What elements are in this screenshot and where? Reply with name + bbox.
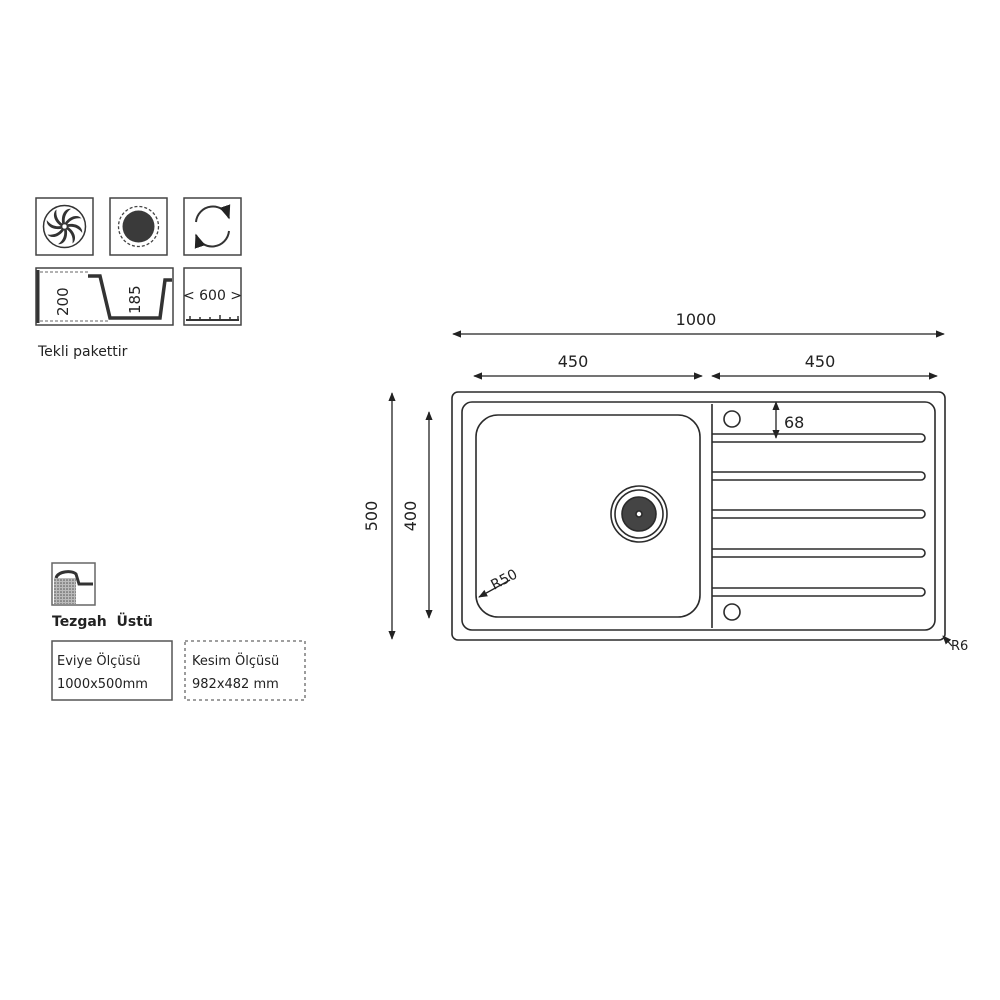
- sink-inner-rim: [461, 401, 936, 631]
- round-bowl-icon: [109, 197, 168, 256]
- drain-strainer: [610, 485, 668, 543]
- dimension-lines: [388, 330, 953, 647]
- svg-text:< 600 >: < 600 >: [183, 288, 242, 304]
- bowl-width-label: 450: [558, 352, 589, 371]
- bowl-depth-label: 185: [126, 285, 144, 314]
- cabinet-width-icon: < 600 >: [183, 267, 242, 326]
- total-width-label: 1000: [676, 310, 717, 329]
- sink-plan: [451, 391, 946, 641]
- outer-depth-label: 200: [54, 287, 72, 316]
- countertop-mount-icon: [51, 562, 96, 606]
- sink-size-value: 1000x500mm: [57, 677, 148, 692]
- drainer-grooves: [712, 433, 926, 597]
- tap-hole-bottom: [723, 603, 741, 621]
- swirl-drain-icon: [35, 197, 94, 256]
- reversible-icon: [183, 197, 242, 256]
- bowl-height-label: 400: [401, 501, 420, 532]
- sink-size-title: Eviye Ölçüsü: [57, 652, 141, 669]
- cutout-size-box: Kesim Ölçüsü 982x482 mm: [184, 640, 306, 701]
- mounting-label: Tezgah Üstü: [52, 612, 153, 630]
- bowl-radius-leader: [478, 579, 511, 598]
- drainer-width-label: 450: [805, 352, 836, 371]
- cutout-size-title: Kesim Ölçüsü: [192, 652, 279, 669]
- cabinet-width-label: 600: [199, 288, 226, 304]
- bowl: [475, 414, 701, 618]
- sink-size-box: Eviye Ölçüsü 1000x500mm: [51, 640, 173, 701]
- tap-hole-top: [723, 410, 741, 428]
- sink-outline: [451, 391, 946, 641]
- total-height-label: 500: [362, 501, 381, 532]
- bowl-radius-label: R50: [488, 566, 520, 593]
- bowl-depth-icon: 200 185: [35, 267, 174, 326]
- package-note: Tekli pakettir: [37, 344, 128, 360]
- corner-radius-label: R6: [951, 639, 968, 654]
- cutout-size-value: 982x482 mm: [192, 677, 279, 692]
- tap-offset-label: 68: [784, 413, 804, 432]
